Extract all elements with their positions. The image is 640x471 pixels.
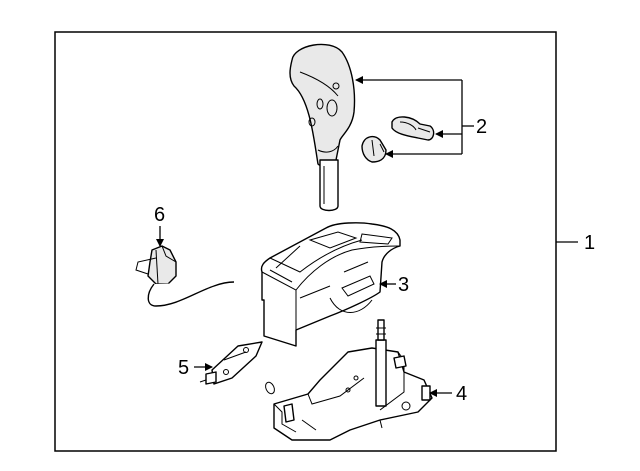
shift-console-housing <box>260 222 401 347</box>
shift-lever-rod <box>319 159 339 212</box>
callout-2: 2 <box>476 116 487 138</box>
callout-3: 3 <box>398 274 409 296</box>
callout-1: 1 <box>584 232 595 254</box>
knob-button-upper <box>391 116 435 141</box>
callout-6: 6 <box>154 204 165 226</box>
callout-4: 4 <box>456 383 467 405</box>
callout-5: 5 <box>178 357 189 379</box>
shift-knob <box>289 43 356 167</box>
selector-bracket <box>199 341 263 385</box>
clip-ring <box>265 381 275 395</box>
knob-button-lower <box>361 135 387 163</box>
shifter-base-assembly <box>273 319 433 441</box>
shift-lock-switch <box>135 245 235 307</box>
callout-leaders <box>156 76 578 397</box>
